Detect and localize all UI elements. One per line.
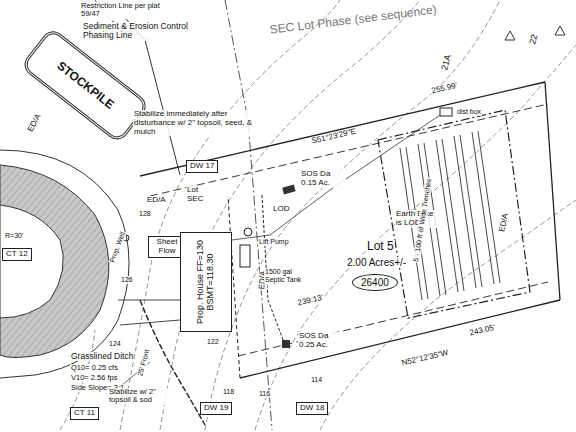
contours bbox=[60, 0, 576, 430]
lift-pump-symbol bbox=[244, 228, 252, 236]
lod-boundary bbox=[378, 110, 530, 318]
plan-label: 1500 gal Septic Tank bbox=[264, 268, 308, 283]
dist-box-symbol bbox=[440, 108, 452, 116]
plan-label: 124 bbox=[108, 340, 122, 348]
septic-tank-symbol bbox=[240, 245, 250, 267]
plan-box: STOCKPILE bbox=[20, 26, 151, 144]
road-edge bbox=[0, 150, 129, 378]
box-text: CT 12 bbox=[6, 250, 28, 259]
plan-label: R=30' bbox=[4, 232, 24, 240]
plan-label: 126 bbox=[120, 276, 134, 284]
plan-label: Lot SEC bbox=[186, 186, 216, 204]
plan-label: 21A bbox=[440, 53, 454, 73]
plan-box: DW 17 bbox=[186, 160, 218, 173]
plan-label: 2.00 Acres+/- bbox=[346, 257, 407, 268]
plan-label: 243.05' bbox=[468, 324, 497, 339]
plan-label: SOS Da 0.15 Ac. bbox=[300, 170, 346, 188]
plan-label: 239.13' bbox=[296, 294, 325, 309]
plan-box: CT 11 bbox=[70, 407, 99, 420]
plan-label: 22 bbox=[528, 32, 541, 46]
phasing-line bbox=[225, 0, 272, 430]
plan-label: V10= 2.56 fps bbox=[70, 374, 119, 382]
plan-label: 118 bbox=[222, 388, 235, 396]
plan-label: ED/A bbox=[26, 112, 44, 134]
plan-label: ED/A bbox=[146, 196, 167, 205]
plan-box: Prop. House FF=130 BSMT=118.30 bbox=[180, 232, 232, 332]
box-text: DW 19 bbox=[204, 404, 228, 413]
plan-label: LOD bbox=[272, 205, 290, 214]
plan-label: Stabilize immediately after disturbance … bbox=[133, 110, 260, 136]
plan-label: 116 bbox=[258, 390, 271, 398]
sos-symbol bbox=[282, 340, 290, 348]
plan-label: S51°23'29"E bbox=[310, 127, 358, 146]
plan-label: Sediment & Erosion Control Phasing Line bbox=[82, 22, 189, 41]
plan-label: 255.99' bbox=[430, 82, 459, 97]
plan-box: CT 12 bbox=[2, 248, 32, 261]
plan-label: SEC Lot Phase (see sequence) bbox=[268, 3, 438, 37]
box-text: STOCKPILE bbox=[54, 59, 116, 112]
plan-label: Q10= 0.25 cfs bbox=[70, 364, 119, 372]
plan-label: Stabilize w/ 2" topsoil & sod bbox=[108, 388, 180, 405]
plan-label: 128 bbox=[138, 210, 152, 218]
box-text: CT 11 bbox=[74, 409, 95, 418]
plan-label: 122 bbox=[206, 338, 220, 346]
plan-box: DW 18 bbox=[296, 402, 328, 415]
box-text: DW 17 bbox=[190, 162, 214, 171]
box-text: DW 18 bbox=[300, 404, 324, 413]
plan-label: N52°12'35"W bbox=[400, 349, 450, 369]
driveway bbox=[118, 300, 180, 325]
plan-label: Restriction Line per plat 59/47 bbox=[80, 2, 162, 19]
plan-label: 114 bbox=[310, 376, 323, 384]
plan-label: Grasslined Ditch bbox=[70, 352, 134, 361]
box-text: Prop. House FF=130 BSMT=118.30 bbox=[196, 236, 216, 328]
plan-label: 25' Front bbox=[136, 348, 151, 378]
island bbox=[0, 205, 63, 318]
plan-label: ED/A bbox=[498, 212, 511, 234]
plan-label: Prop. Well bbox=[108, 230, 127, 265]
box-text: Sheet Flow bbox=[151, 238, 183, 256]
plan-label: Lot 5 bbox=[366, 240, 395, 253]
road-shading bbox=[0, 165, 109, 358]
plan-box: 26400 bbox=[352, 274, 398, 291]
sos-symbol bbox=[282, 185, 295, 195]
box-text: 26400 bbox=[361, 277, 389, 288]
plan-label: dist box bbox=[456, 108, 482, 116]
plan-label: SOS Da 0.25 Ac. bbox=[298, 332, 344, 350]
plan-label: Lift Pump bbox=[258, 238, 290, 246]
plan-box: DW 19 bbox=[200, 402, 232, 415]
